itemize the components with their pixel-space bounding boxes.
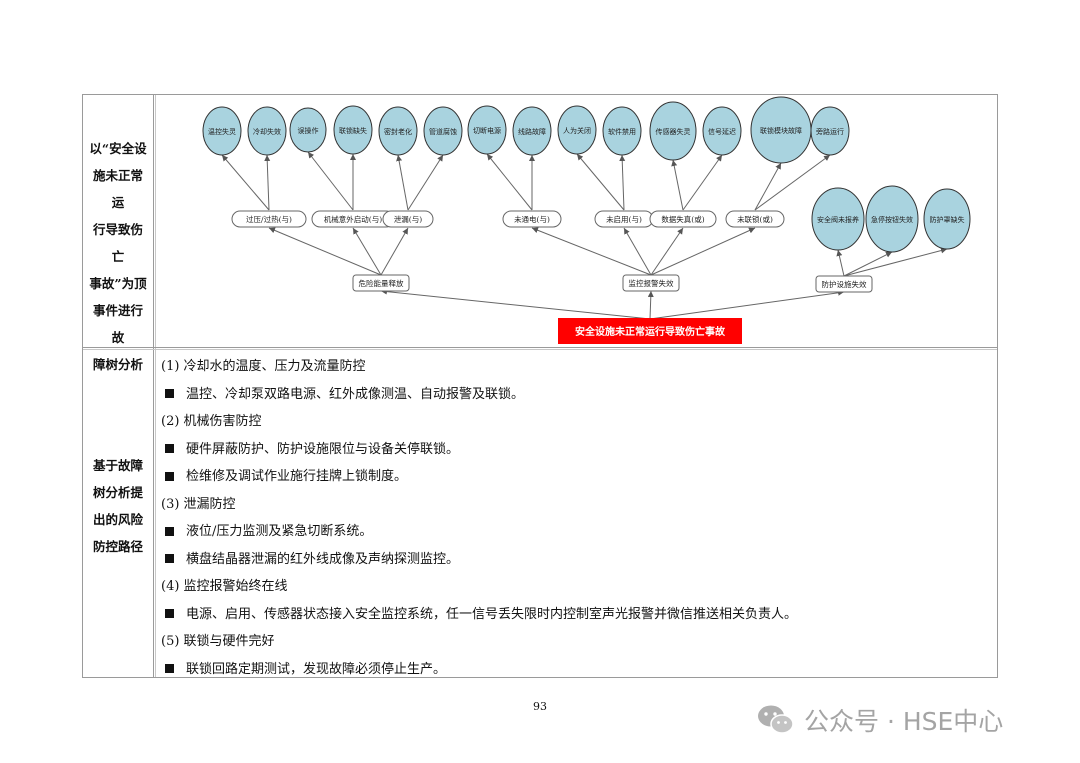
svg-text:冷却失效: 冷却失效: [253, 127, 281, 136]
measure-bullet: 液位/压力监测及紧急切断系统。: [156, 518, 996, 546]
svg-text:人为关闭: 人为关闭: [563, 126, 591, 135]
svg-text:急停按钮失效: 急停按钮失效: [871, 215, 913, 224]
bullet-square-icon: [165, 389, 174, 398]
measure-bullet: 温控、冷却泵双路电源、红外成像测温、自动报警及联锁。: [156, 381, 996, 409]
intermediate-event-node: 过压/过热(与): [231, 210, 307, 228]
basic-event-node: 联锁模块故障: [750, 96, 812, 164]
row2-label: 基于故障 树分析提 出的风险 防控路径: [92, 458, 143, 554]
svg-text:信号延迟: 信号延迟: [708, 127, 736, 136]
subsystem-event-node: 防护设施失效: [815, 275, 873, 293]
svg-text:联锁模块故障: 联锁模块故障: [760, 126, 802, 135]
top-event-node: 安全设施未正常运行导致伤亡事故: [558, 318, 742, 344]
measure-heading: (1) 冷却水的温度、压力及流量防控: [161, 359, 366, 374]
measure-bullet: 电源、启用、传感器状态接入安全监控系统，任一信号丢失限时内控制室声光报警并微信推…: [156, 601, 996, 629]
measure-heading: (2) 机械伤害防控: [161, 414, 262, 429]
intermediate-event-node: 未启用(与): [594, 210, 654, 228]
svg-text:传感器失灵: 传感器失灵: [656, 127, 691, 136]
bullet-square-icon: [165, 554, 174, 563]
svg-text:联锁缺失: 联锁缺失: [339, 126, 367, 135]
basic-event-node: 防护罩缺失: [923, 188, 971, 250]
svg-text:安全设施未正常运行导致伤亡事故: 安全设施未正常运行导致伤亡事故: [575, 325, 726, 338]
intermediate-event-node: 未通电(与): [502, 210, 562, 228]
bullet-square-icon: [165, 609, 174, 618]
page-number: 93: [533, 700, 547, 713]
measure-bullet: 检维修及调试作业施行挂牌上锁制度。: [156, 463, 996, 491]
measure-heading: (3) 泄漏防控: [161, 496, 236, 512]
basic-event-node: 人为关闭: [557, 105, 597, 155]
svg-text:监控报警失效: 监控报警失效: [629, 278, 674, 288]
basic-event-node: 急停按钮失效: [865, 185, 919, 253]
measure-bullet: 联锁回路定期测试，发现故障必须停止生产。: [156, 656, 996, 684]
intermediate-event-node: 数据失真(或): [649, 210, 717, 228]
watermark: 公众号 · HSE中心: [756, 702, 1003, 738]
svg-text:未通电(与): 未通电(与): [514, 214, 550, 224]
subsystem-event-node: 监控报警失效: [622, 274, 680, 292]
bullet-square-icon: [165, 526, 174, 536]
svg-text:过压/过热(与): 过压/过热(与): [246, 214, 292, 224]
measure-bullet: 硬件屏蔽防护、防护设施限位与设备关停联锁。: [156, 436, 996, 464]
basic-event-node: 传感器失灵: [649, 101, 697, 161]
bullet-square-icon: [165, 444, 174, 453]
basic-event-node: 切断电源: [467, 105, 507, 155]
basic-event-node: 密封老化: [378, 106, 418, 156]
svg-text:危险能量释放: 危险能量释放: [359, 278, 404, 288]
basic-event-node: 温控失灵: [202, 106, 242, 156]
basic-event-node: 冷却失效: [247, 106, 287, 156]
measure-heading: (4) 监控报警始终在线: [161, 579, 288, 594]
fault-tree-diagram: 温控失灵 冷却失效 误操作 联锁缺失 密封老化 管道腐蚀 切断电源 线路故障 人为关闭 软件禁用 传…: [202, 96, 971, 344]
basic-event-node: 安全阀未报养: [811, 187, 865, 251]
basic-event-node: 误操作: [289, 107, 327, 153]
svg-text:误操作: 误操作: [298, 126, 319, 135]
table-divider-horizontal: [83, 347, 997, 348]
measure-heading: (5) 联锁与硬件完好: [161, 634, 275, 649]
analysis-table: 以“安全设 施未正常运 行导致伤亡 事故”为顶 事件进行故 障树分析 基于故障 …: [82, 94, 998, 678]
svg-text:软件禁用: 软件禁用: [608, 127, 636, 136]
svg-text:密封老化: 密封老化: [384, 127, 412, 136]
basic-event-node: 旁路运行: [810, 106, 850, 156]
intermediate-event-node: 机械意外启动(与): [311, 210, 395, 228]
bullet-square-icon: [165, 471, 174, 481]
measure-bullet: 横盘结晶器泄漏的红外线成像及声纳探测监控。: [156, 546, 996, 574]
risk-control-measures: (1) 冷却水的温度、压力及流量防控 温控、冷却泵双路电源、红外成像测温、自动报…: [156, 353, 996, 683]
intermediate-event-node: 未联锁(或): [725, 210, 785, 228]
svg-text:防护设施失效: 防护设施失效: [822, 279, 867, 289]
svg-text:机械意外启动(与): 机械意外启动(与): [324, 214, 382, 224]
basic-event-node: 联锁缺失: [333, 105, 373, 155]
intermediate-event-node: 泄漏(与): [382, 210, 434, 228]
svg-text:防护罩缺失: 防护罩缺失: [930, 215, 965, 224]
row1-label: 以“安全设 施未正常运 行导致伤亡 事故”为顶 事件进行故 障树分析: [89, 141, 147, 372]
subsystem-event-node: 危险能量释放: [352, 274, 410, 292]
bullet-square-icon: [165, 664, 174, 673]
svg-text:泄漏(与): 泄漏(与): [394, 214, 422, 224]
table-divider-vertical: [153, 95, 154, 677]
svg-text:旁路运行: 旁路运行: [816, 127, 844, 136]
svg-text:安全阀未报养: 安全阀未报养: [817, 215, 859, 224]
svg-text:未联锁(或): 未联锁(或): [737, 214, 773, 224]
svg-text:温控失灵: 温控失灵: [208, 127, 236, 136]
svg-text:未启用(与): 未启用(与): [606, 214, 642, 224]
svg-text:数据失真(或): 数据失真(或): [661, 214, 704, 224]
basic-event-node: 线路故障: [512, 106, 552, 156]
basic-event-node: 软件禁用: [602, 106, 642, 156]
svg-text:切断电源: 切断电源: [473, 126, 501, 135]
basic-event-node: 信号延迟: [702, 106, 742, 156]
svg-text:管道腐蚀: 管道腐蚀: [429, 127, 457, 136]
svg-text:线路故障: 线路故障: [518, 127, 546, 136]
wechat-icon: [758, 705, 794, 734]
basic-event-node: 管道腐蚀: [423, 106, 463, 156]
